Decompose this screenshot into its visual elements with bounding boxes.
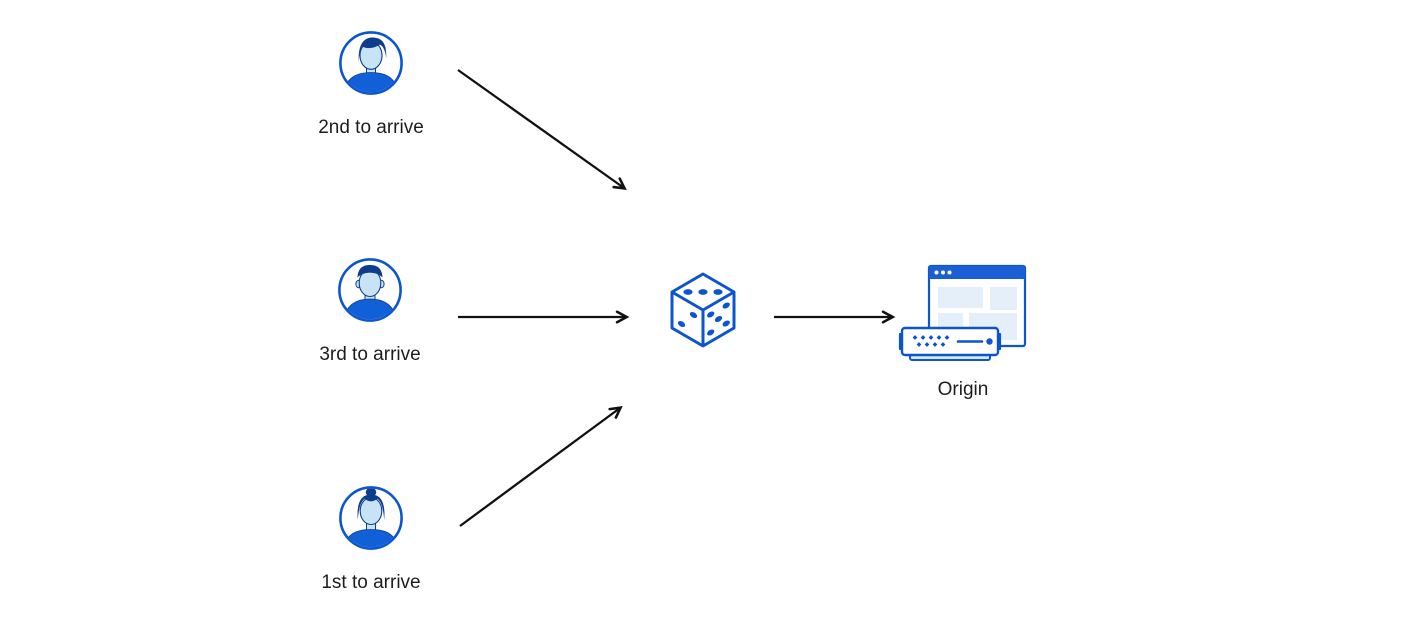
random-selector <box>668 271 738 349</box>
arrow-1st-to-dice <box>459 405 623 527</box>
origin-label: Origin <box>937 379 989 400</box>
server-icon <box>898 326 1002 361</box>
avatar-woman-bun-icon <box>339 486 403 550</box>
client-3rd-label: 3rd to arrive <box>319 344 421 365</box>
origin-node: Origin <box>898 264 1028 401</box>
browser-window-and-server-icon <box>898 264 1027 361</box>
arrow-2nd-to-dice <box>457 69 627 190</box>
client-1st: 1st to arrive <box>291 485 451 594</box>
client-2nd: 2nd to arrive <box>291 30 451 139</box>
avatar-man-short-hair-icon <box>338 258 402 322</box>
client-3rd: 3rd to arrive <box>290 257 450 366</box>
client-1st-label: 1st to arrive <box>321 572 421 593</box>
client-2nd-label: 2nd to arrive <box>318 117 424 138</box>
avatar-man-swept-hair-icon <box>339 31 403 95</box>
dice-icon <box>670 272 736 348</box>
